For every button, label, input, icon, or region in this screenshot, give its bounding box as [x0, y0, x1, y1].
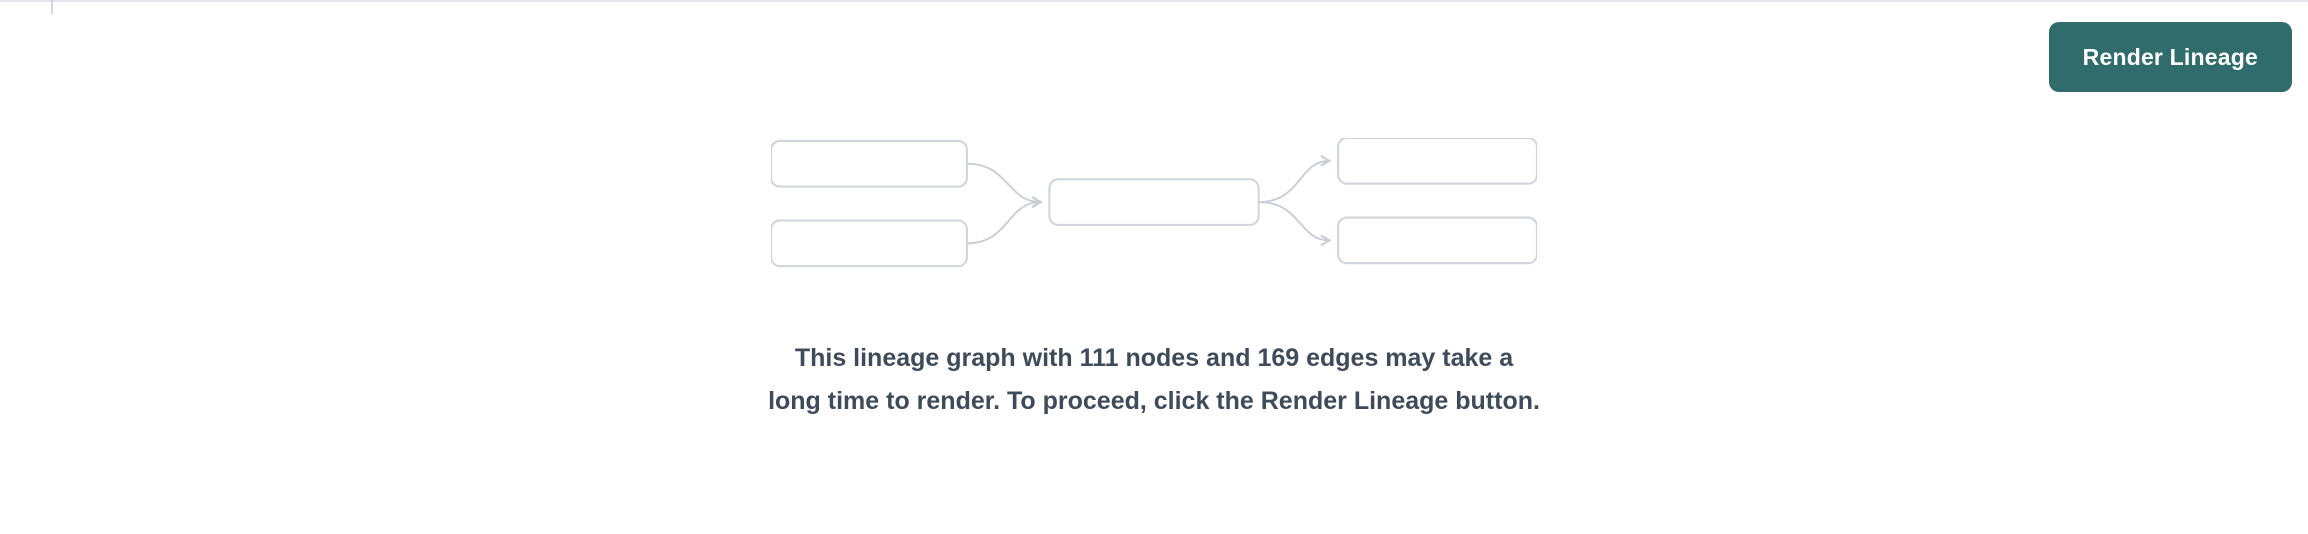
lineage-warning-message: This lineage graph with 111 nodes and 16… — [768, 343, 1540, 415]
lineage-placeholder-illustration — [771, 138, 1537, 268]
node-box-middle — [1048, 178, 1260, 226]
edge-middle-to-target-top — [1258, 154, 1332, 204]
edge-middle-to-target-bottom — [1258, 201, 1332, 247]
node-box-target-bottom — [1337, 216, 1537, 265]
node-box-target-top — [1337, 138, 1537, 185]
edge-source-bottom-to-middle — [966, 196, 1043, 245]
top-border — [0, 0, 2308, 2]
render-lineage-button[interactable]: Render Lineage — [2048, 22, 2292, 92]
node-box-source-top — [771, 139, 968, 188]
node-box-source-bottom — [771, 219, 968, 268]
lineage-placeholder-content: This lineage graph with 111 nodes and 16… — [0, 138, 2308, 423]
pane-divider — [51, 0, 53, 14]
edge-source-top-to-middle — [966, 162, 1043, 209]
